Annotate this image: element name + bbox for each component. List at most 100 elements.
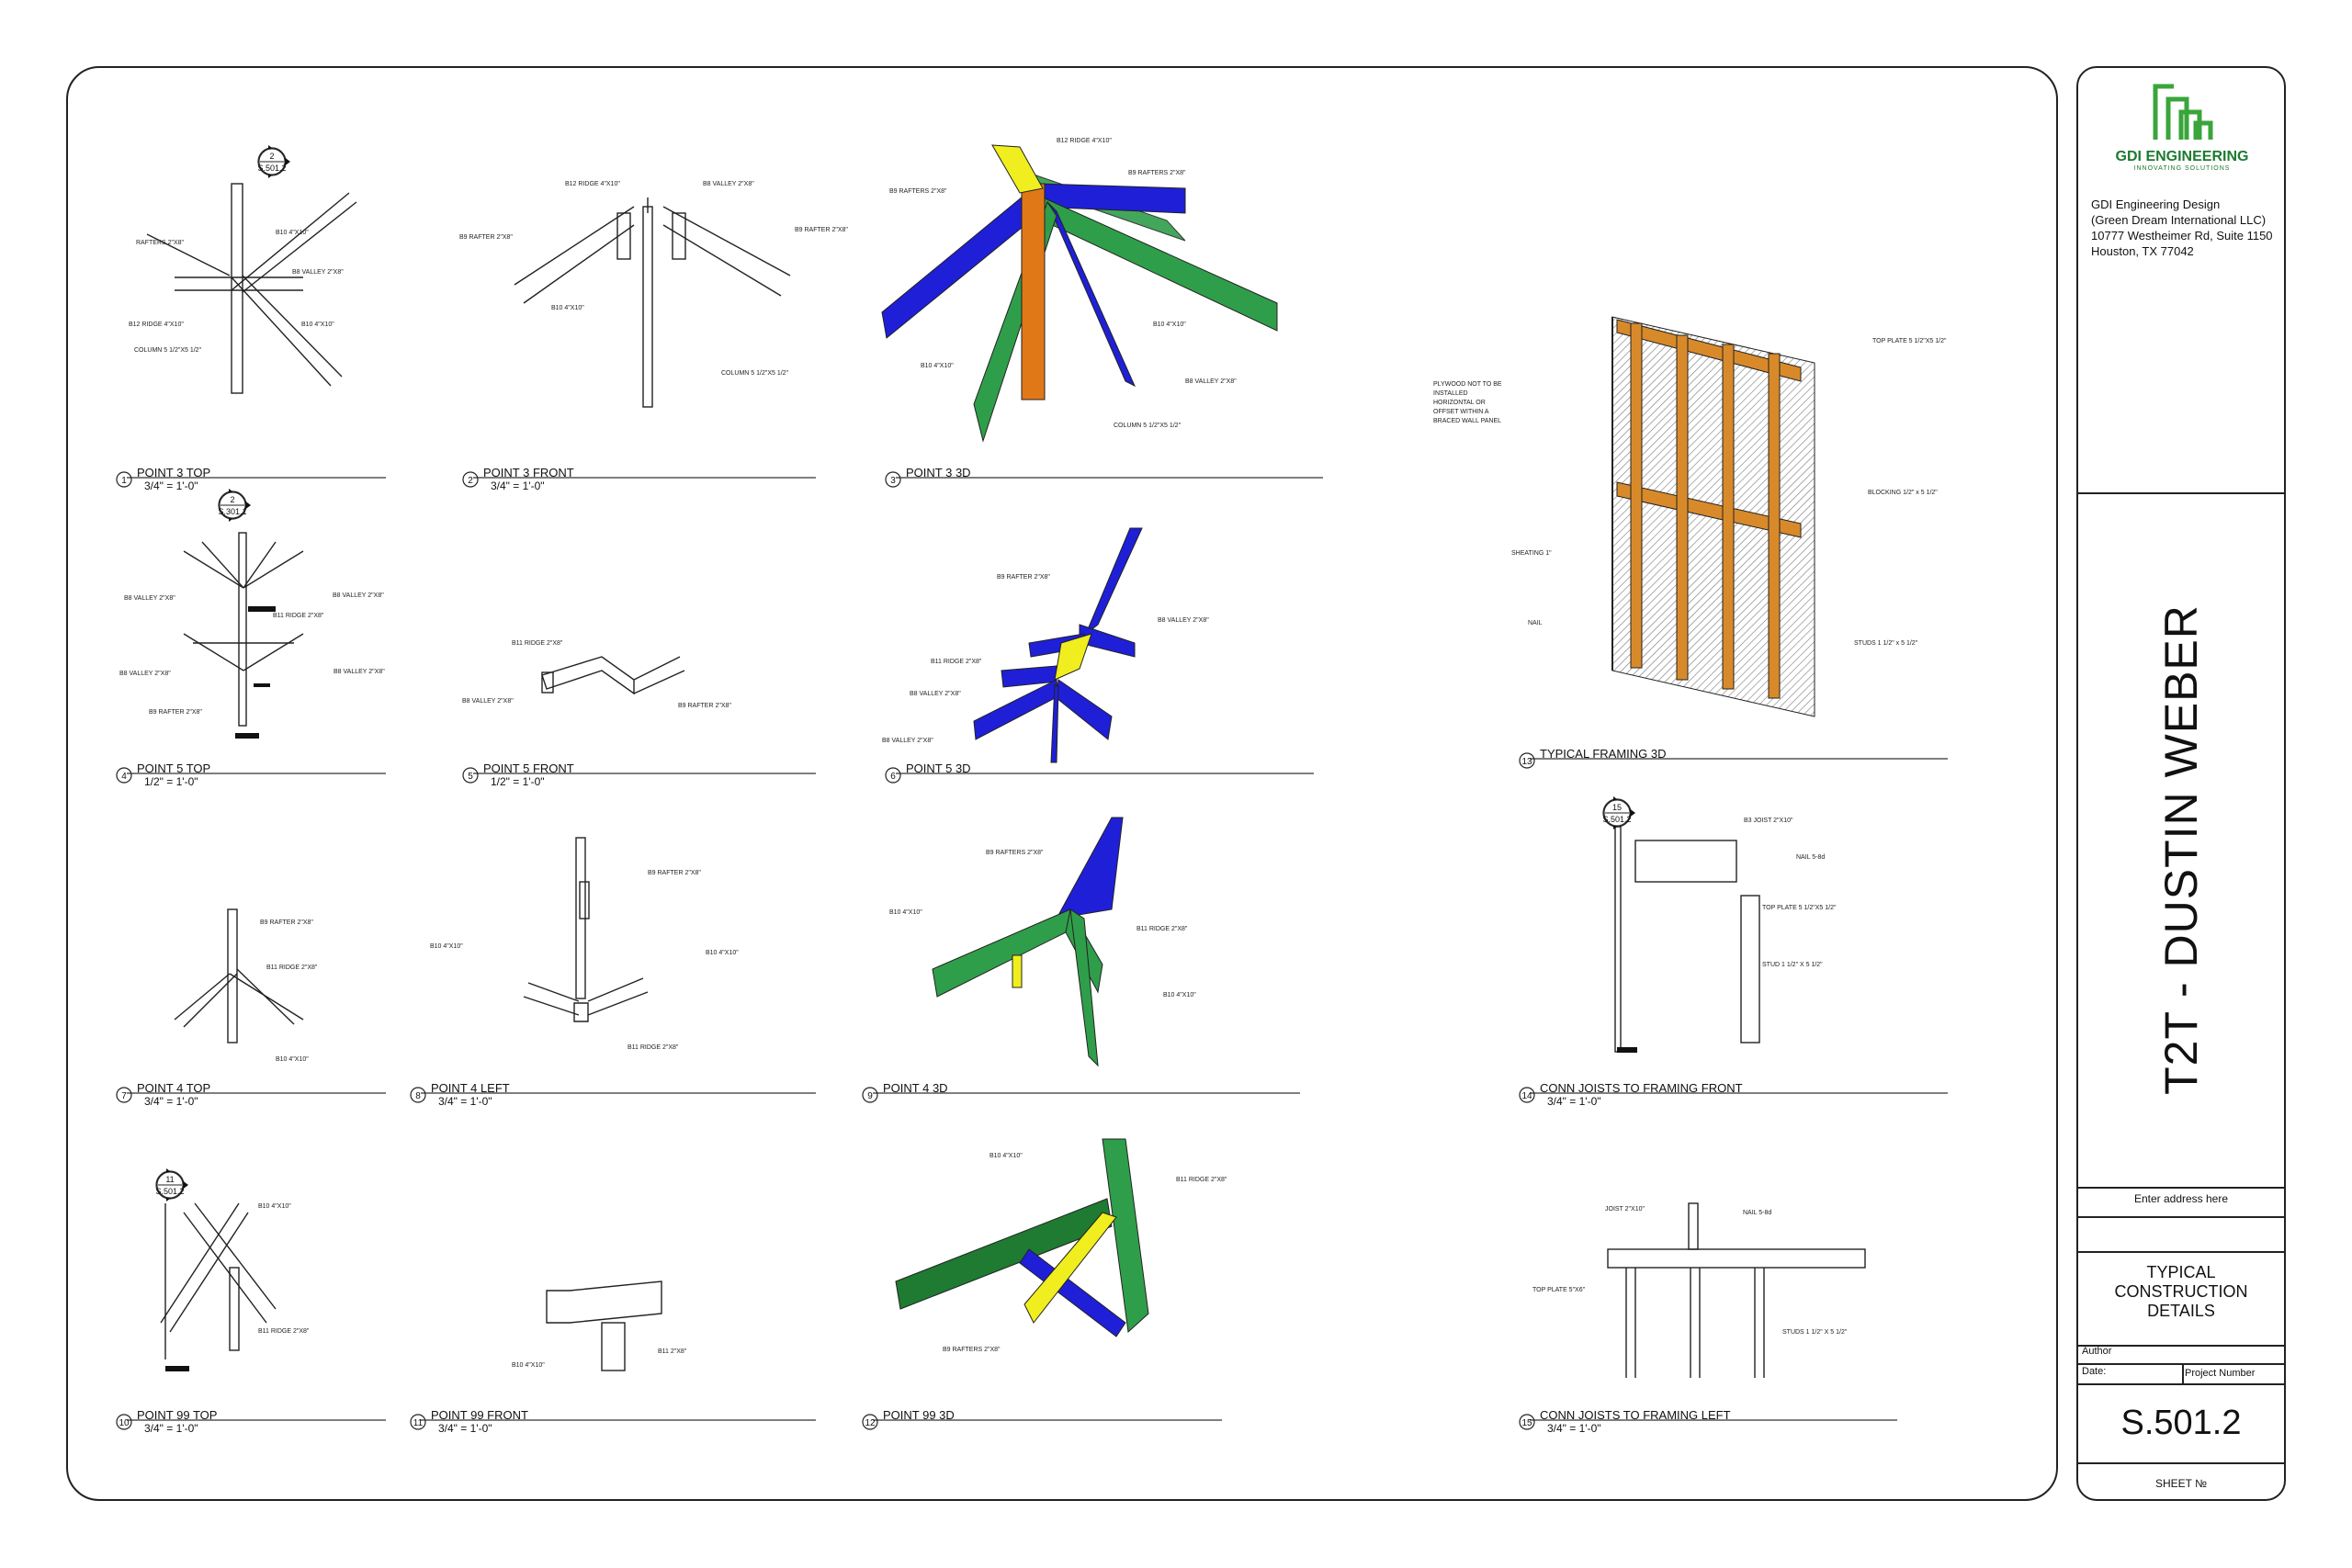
note-label: B11 RIDGE 2"X8"	[512, 640, 563, 647]
view-number: 3	[890, 476, 896, 486]
note-label: B8 VALLEY 2"X8"	[1185, 378, 1237, 385]
note-label: B3 JOIST 2"X10"	[1744, 818, 1793, 824]
section-tag[interactable]: 2S.501.2	[257, 145, 290, 178]
view-number-circle	[462, 471, 479, 488]
view-scale: 1/2" = 1'-0"	[144, 775, 198, 788]
view-title: TYPICAL FRAMING 3D	[1540, 747, 1666, 761]
note-label: B11 RIDGE 2"X8"	[266, 964, 318, 971]
view-7-drawing	[174, 908, 304, 1043]
sheet-title: TYPICAL CONSTRUCTION DETAILS	[2076, 1263, 2286, 1321]
note-label: B9 RAFTERS 2"X8"	[889, 188, 947, 195]
view-number: 15	[1521, 1418, 1532, 1428]
view-number: 11	[413, 1418, 424, 1428]
note-label: COLUMN 5 1/2"X5 1/2"	[721, 370, 789, 377]
section-tag[interactable]: 2S.301.1	[218, 489, 251, 522]
section-tags: 2S.501.2 2S.301.1 11S.501.2 15S.501.2	[155, 145, 1635, 1201]
note-label: B11 RIDGE 2"X8"	[931, 659, 982, 665]
note-label: B10 4"X10"	[921, 363, 954, 369]
note-label: B9 RAFTERS 2"X8"	[943, 1347, 1001, 1353]
note-label: STUDS 1 1/2" X 5 1/2"	[1782, 1329, 1848, 1336]
project-title: T2T - DUSTIN WEBER	[2155, 604, 2207, 1095]
note-label: B10 4"X10"	[706, 950, 739, 956]
note-label: B10 4"X10"	[512, 1362, 545, 1369]
view-title: POINT 99 3D	[883, 1408, 955, 1422]
note-label: STUDS 1 1/2" x 5 1/2"	[1854, 640, 1918, 647]
view-number-circle	[885, 471, 901, 488]
view-scale: 3/4" = 1'-0"	[438, 1422, 492, 1435]
tb-divider	[2078, 1462, 2284, 1464]
note-label: TOP PLATE 5"X6"	[1532, 1287, 1586, 1293]
section-tag[interactable]: 11S.501.2	[155, 1168, 188, 1201]
view-title: CONN JOISTS TO FRAMING FRONT	[1540, 1081, 1743, 1095]
annotation-notes: RAFTERS 2"X8" B10 4"X10" B8 VALLEY 2"X8" B1…	[119, 138, 1947, 1369]
note-label: B8 VALLEY 2"X8"	[334, 669, 385, 675]
note-label: RAFTERS 2"X8"	[136, 240, 185, 246]
view-number-circle	[462, 767, 479, 784]
view-title: POINT 4 3D	[883, 1081, 948, 1095]
view-scale: 3/4" = 1'-0"	[438, 1095, 492, 1108]
author-label: Author	[2082, 1346, 2112, 1357]
view-scale: 3/4" = 1'-0"	[144, 479, 198, 492]
note-label: B10 4"X10"	[1163, 992, 1196, 998]
view-3-3d-model	[881, 144, 1278, 443]
address-line: 10777 Westheimer Rd, Suite 1150	[2091, 229, 2273, 243]
view-number-circle	[862, 1087, 878, 1103]
note-label: B10 4"X10"	[276, 1056, 309, 1063]
note-label: B10 4"X10"	[301, 321, 334, 328]
note-label: STUD 1 1/2" X 5 1/2"	[1762, 962, 1823, 968]
note-label: B9 RAFTER 2"X8"	[795, 227, 848, 233]
view-number-circle	[1519, 1087, 1535, 1103]
view-number: 5	[468, 772, 473, 782]
note-label: B10 4"X10"	[989, 1153, 1023, 1159]
note-label: SHEATING 1"	[1511, 550, 1552, 557]
note-label: B9 RAFTER 2"X8"	[678, 703, 731, 709]
view-title: POINT 99 FRONT	[431, 1408, 528, 1422]
tb-divider	[2078, 1216, 2284, 1218]
view-title: POINT 5 3D	[906, 761, 971, 775]
sheet-number: S.501.2	[2120, 1404, 2242, 1442]
note-label: B12 RIDGE 4"X10"	[1057, 138, 1112, 144]
view-10-drawing	[160, 1202, 277, 1371]
note-label: B10 4"X10"	[1153, 321, 1186, 328]
view-scale: 1/2" = 1'-0"	[491, 775, 545, 788]
view-number-circle	[885, 767, 901, 784]
note-label: B8 VALLEY 2"X8"	[119, 671, 171, 677]
note-label: B9 RAFTER 2"X8"	[459, 234, 513, 241]
section-tag[interactable]: 15S.501.2	[1602, 796, 1635, 829]
view-title: POINT 5 FRONT	[483, 761, 574, 775]
note-label: OFFSET WITHIN A	[1433, 409, 1489, 415]
note-label: B8 VALLEY 2"X8"	[703, 181, 754, 187]
view-number-circle	[410, 1087, 426, 1103]
note-label: B11 RIDGE 2"X8"	[628, 1044, 679, 1051]
view-title: POINT 4 LEFT	[431, 1081, 510, 1095]
sheet-title-line: TYPICAL	[2146, 1263, 2216, 1281]
note-label: B8 VALLEY 2"X8"	[333, 592, 384, 599]
project-number-label: Project Number	[2185, 1368, 2256, 1379]
note-label: COLUMN 5 1/2"X5 1/2"	[134, 347, 202, 354]
section-tag-top: 2	[230, 495, 234, 504]
view-scale: 3/4" = 1'-0"	[144, 1095, 198, 1108]
view-title: POINT 3 FRONT	[483, 466, 574, 479]
note-label: B8 VALLEY 2"X8"	[1158, 617, 1209, 624]
sheet-no-label: SHEET №	[2155, 1477, 2207, 1490]
sheet-title-line: DETAILS	[2147, 1302, 2215, 1320]
view-number: 7	[121, 1091, 127, 1101]
note-label: BLOCKING 1/2" x 5 1/2"	[1868, 490, 1938, 496]
address-field[interactable]: Enter address here	[2133, 1192, 2229, 1205]
note-label: B10 4"X10"	[889, 909, 922, 916]
note-label: B11 RIDGE 2"X8"	[258, 1328, 310, 1335]
view-number: 14	[1521, 1091, 1532, 1101]
view-12-3d-model	[895, 1138, 1149, 1337]
view-1-drawing	[146, 183, 357, 612]
tb-divider	[2078, 1383, 2284, 1385]
